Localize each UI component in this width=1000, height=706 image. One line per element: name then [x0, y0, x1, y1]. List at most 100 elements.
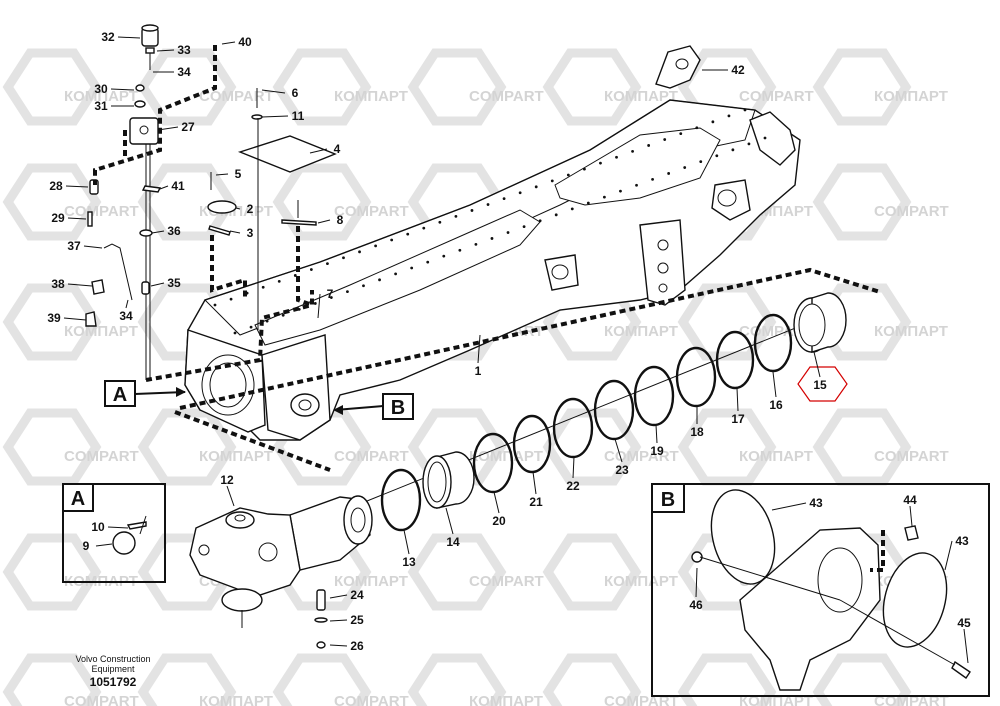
detail-a-title: A: [71, 488, 85, 510]
bolt-hole: [362, 284, 365, 288]
callout-leader: [107, 526, 129, 529]
bolt-hole: [679, 132, 683, 136]
bolt-hole: [615, 155, 618, 159]
view-marker-b-label: B: [391, 397, 405, 419]
callout-number[interactable]: 16: [769, 398, 783, 412]
hose-and-sensor-parts[interactable]: [85, 24, 314, 382]
watermark-tile: КОМПАРТ: [137, 653, 273, 706]
callout-number[interactable]: 10: [91, 520, 105, 534]
lifting-eye-part-42[interactable]: [655, 45, 701, 89]
callout-number[interactable]: 29: [51, 211, 65, 225]
callout-number[interactable]: 42: [731, 63, 745, 77]
callout-number[interactable]: 41: [171, 179, 185, 193]
bolt-hole: [502, 197, 506, 201]
bolt-hole: [663, 138, 667, 141]
watermark-tile: КОМПАРТ: [812, 283, 948, 361]
callout-number[interactable]: 6: [292, 86, 299, 100]
callout-leader: [655, 424, 658, 444]
bolt-hole: [358, 250, 361, 254]
bolt-hole: [550, 179, 554, 183]
footer-company-2: Equipment: [91, 664, 135, 674]
bolt-hole: [374, 244, 378, 248]
callout-number[interactable]: 24: [350, 588, 364, 602]
bolt-hole: [394, 272, 398, 276]
callout-number[interactable]: 27: [181, 120, 195, 134]
callout-leader: [261, 89, 286, 94]
callout-number[interactable]: 26: [350, 639, 364, 653]
cover-plates-and-bolts[interactable]: [207, 88, 337, 330]
callout-number[interactable]: 20: [492, 514, 506, 528]
callout-number[interactable]: 33: [177, 43, 191, 57]
callout-number[interactable]: 38: [51, 277, 65, 291]
callout-number[interactable]: 15: [813, 378, 827, 392]
callout-number[interactable]: 5: [235, 167, 242, 181]
view-marker-a[interactable]: A: [104, 380, 186, 407]
callout-number[interactable]: 39: [47, 311, 61, 325]
callout-number[interactable]: 34: [119, 309, 133, 323]
callout-number[interactable]: 23: [615, 463, 629, 477]
bolt-hole: [747, 142, 751, 146]
callout-number[interactable]: 43: [955, 534, 969, 548]
callout-number[interactable]: 28: [49, 179, 63, 193]
rear-frame[interactable]: [184, 99, 801, 441]
bolt-hole: [715, 154, 719, 158]
bolt-hole: [554, 213, 558, 217]
callout-number[interactable]: 1: [475, 364, 482, 378]
callout-number[interactable]: 14: [446, 535, 460, 549]
callout-number[interactable]: 4: [334, 142, 341, 156]
view-marker-b[interactable]: B: [333, 393, 414, 420]
watermark-tile: COMPART: [407, 48, 544, 126]
callout-leader: [151, 230, 165, 234]
callout-number[interactable]: 13: [402, 555, 416, 569]
callout-number[interactable]: 43: [809, 496, 823, 510]
callout-number[interactable]: 22: [566, 479, 580, 493]
svg-text:КОМПАРТ: КОМПАРТ: [739, 693, 813, 706]
bolt-hole: [582, 167, 586, 171]
watermark-tile: COMPART: [272, 653, 409, 706]
callout-number[interactable]: 46: [689, 598, 703, 612]
callout-leader: [157, 126, 179, 131]
callout-number[interactable]: 36: [167, 224, 181, 238]
callout-leader: [944, 540, 953, 571]
callout-number[interactable]: 21: [529, 495, 543, 509]
callout-number[interactable]: 30: [94, 82, 108, 96]
bolt-hole: [727, 114, 731, 118]
bolt-hole: [229, 297, 233, 301]
callout-leader: [329, 619, 348, 622]
bolt-hole: [647, 144, 651, 147]
callout-leader: [771, 502, 807, 511]
svg-text:COMPART: COMPART: [874, 203, 949, 220]
callout-leader: [963, 628, 969, 664]
bolt-hole: [566, 173, 570, 177]
callout-number[interactable]: 44: [903, 493, 917, 507]
highlight-hexagon-15[interactable]: [797, 366, 848, 402]
callout-number[interactable]: 9: [83, 539, 90, 553]
svg-text:COMPART: COMPART: [334, 203, 409, 220]
callout-number[interactable]: 32: [101, 30, 115, 44]
callout-number[interactable]: 8: [337, 213, 344, 227]
bolt-hole: [442, 254, 446, 258]
bolt-hole: [454, 214, 458, 218]
callout-number[interactable]: 45: [957, 616, 971, 630]
callout-number[interactable]: 2: [247, 202, 254, 216]
svg-text:КОМПАРТ: КОМПАРТ: [604, 573, 678, 590]
callout-number[interactable]: 18: [690, 425, 704, 439]
callout-number[interactable]: 3: [247, 226, 254, 240]
callout-number[interactable]: 31: [94, 99, 108, 113]
callout-number[interactable]: 37: [67, 239, 81, 253]
watermark-tile: КОМПАРТ: [812, 48, 948, 126]
callout-number[interactable]: 35: [167, 276, 181, 290]
callout-number[interactable]: 40: [238, 35, 252, 49]
callout-leaders: [63, 36, 969, 664]
detail-a-panel: A: [62, 483, 166, 583]
callout-number[interactable]: 25: [350, 613, 364, 627]
watermark-tile: КОМПАРТ: [137, 408, 273, 486]
callout-number[interactable]: 12: [220, 473, 234, 487]
callout-number[interactable]: 11: [292, 109, 305, 123]
callout-leader: [572, 456, 575, 479]
callout-number[interactable]: 34: [177, 65, 191, 79]
callout-number[interactable]: 7: [327, 287, 334, 301]
callout-number[interactable]: 19: [650, 444, 664, 458]
callout-number[interactable]: 17: [731, 412, 745, 426]
exploded-bearing-assembly[interactable]: [174, 267, 881, 649]
